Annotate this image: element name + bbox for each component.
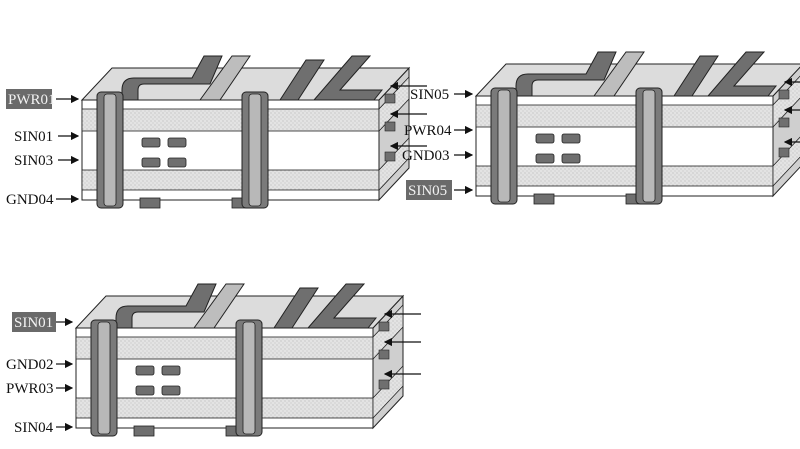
- stackup-3-label-1: GND02: [6, 357, 74, 373]
- layer-label: PWR03: [6, 381, 54, 397]
- label-highlight: [6, 89, 52, 109]
- stackup-2-label-3: SIN05: [406, 180, 474, 200]
- stackup-1-label-0: PWR01: [6, 89, 80, 109]
- layer-label: SIN03: [14, 153, 53, 169]
- layer-label: PWR04: [404, 123, 452, 139]
- layer-label: GND02: [6, 357, 54, 373]
- stackup-3-label-2: PWR03: [6, 381, 74, 397]
- stackup-1-label-2: SIN03: [14, 153, 80, 169]
- label-highlight: [12, 312, 56, 332]
- layer-label: SIN01: [14, 315, 53, 331]
- pcb-block-2: [476, 52, 800, 204]
- layer-label: SIN05: [408, 183, 447, 199]
- stackup-3-label-3: SIN04: [14, 420, 74, 436]
- label-highlight: [406, 180, 452, 200]
- stackup-2-label-0: SIN05: [410, 87, 474, 103]
- stackup-1-label-3: GND04: [6, 192, 80, 208]
- stackup-2: SIN05 PWR04 GND03 SIN05: [402, 52, 800, 204]
- stackup-1: PWR01 SIN01 SIN03 GND04: [6, 56, 427, 208]
- stackup-3-label-0: SIN01: [12, 312, 74, 332]
- stackup-3: SIN01 GND02 PWR03 SIN04: [6, 284, 421, 436]
- layer-label: PWR01: [8, 92, 56, 108]
- stackup-2-label-2: GND03: [402, 148, 474, 164]
- layer-label: SIN04: [14, 420, 54, 436]
- stackup-2-label-1: PWR04: [404, 123, 474, 139]
- stackup-1-label-1: SIN01: [14, 129, 80, 145]
- layer-label: SIN05: [410, 87, 449, 103]
- layer-label: GND03: [402, 148, 450, 164]
- layer-label: SIN01: [14, 129, 53, 145]
- pcb-block-1: [82, 56, 427, 208]
- pcb-block-3: [76, 284, 421, 436]
- layer-label: GND04: [6, 192, 54, 208]
